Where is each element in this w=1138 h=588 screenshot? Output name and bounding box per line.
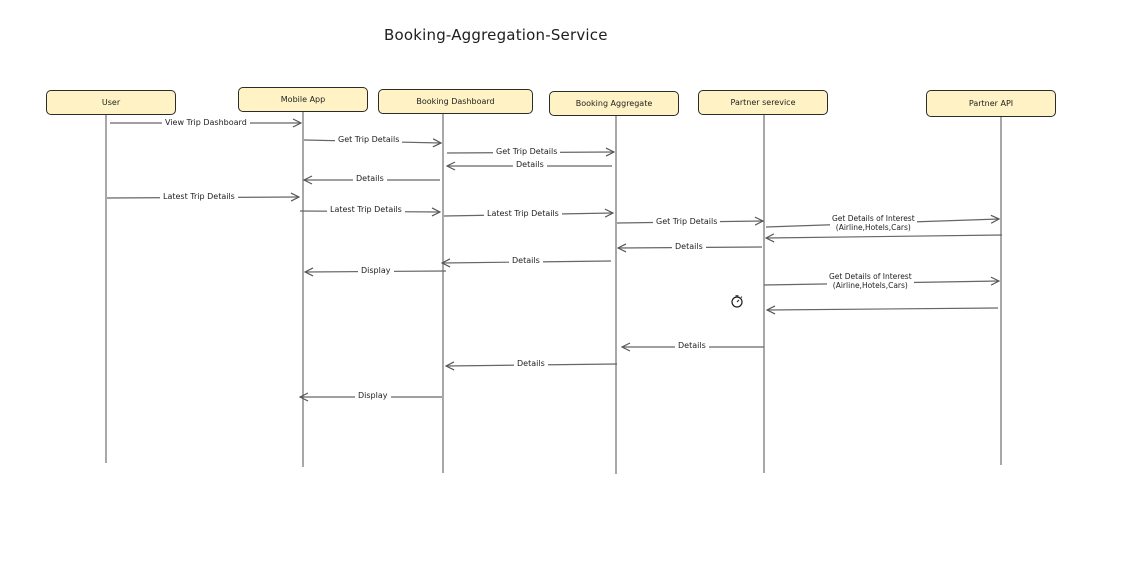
message-label: Get Trip Details — [493, 147, 561, 157]
message-arrow — [767, 308, 999, 310]
message-label: Details — [513, 160, 547, 170]
message-label: Details — [675, 341, 709, 351]
message-label: Display — [355, 391, 391, 401]
actor-booking-dashboard[interactable]: Booking Dashboard — [378, 89, 533, 114]
message-label: View Trip Dashboard — [162, 118, 250, 128]
actor-mobile-app[interactable]: Mobile App — [238, 87, 368, 112]
message-label: Get Details of Interest (Airline,Hotels,… — [830, 214, 917, 232]
actor-booking-aggregate[interactable]: Booking Aggregate — [549, 91, 679, 116]
actor-partner-api[interactable]: Partner API — [926, 90, 1056, 117]
message-label-main: Get Details of Interest — [832, 214, 915, 223]
message-label-main: Get Details of Interest — [829, 272, 912, 281]
message-label: Get Trip Details — [653, 217, 721, 227]
message-label: Get Details of Interest (Airline,Hotels,… — [827, 272, 914, 290]
message-label: Latest Trip Details — [327, 205, 405, 215]
message-label: Details — [353, 174, 387, 184]
message-arrows — [106, 123, 1003, 397]
message-label-sub: (Airline,Hotels,Cars) — [832, 281, 908, 290]
message-label: Get Trip Details — [335, 135, 403, 145]
actor-partner-service[interactable]: Partner serevice — [698, 90, 828, 115]
message-label: Latest Trip Details — [484, 209, 562, 219]
actor-user[interactable]: User — [46, 90, 176, 115]
message-label: Details — [509, 256, 543, 266]
message-label: Latest Trip Details — [160, 192, 238, 202]
message-arrow — [766, 235, 1003, 238]
diagram-title: Booking-Aggregation-Service — [384, 26, 608, 44]
lifelines — [105, 112, 1002, 474]
message-label: Details — [514, 359, 548, 369]
message-label-sub: (Airline,Hotels,Cars) — [835, 223, 911, 232]
message-label: Details — [672, 242, 706, 252]
message-label: Display — [358, 266, 394, 276]
stopwatch-icon — [731, 295, 743, 308]
